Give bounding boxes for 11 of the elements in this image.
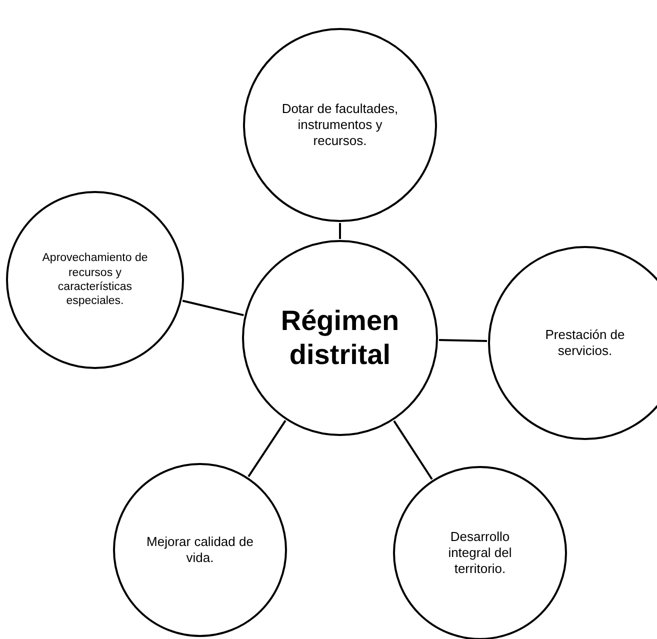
node-text: Prestación de servicios. — [544, 326, 626, 360]
connector-line — [182, 300, 244, 316]
connector-line — [393, 420, 433, 480]
connector-line — [438, 339, 488, 342]
node-text: Aprovechamiento de recursos y características especiales. — [41, 251, 149, 309]
central-topic: Régimen distrital — [280, 304, 400, 372]
node-text: Desarrollo integral del territorio. — [447, 528, 513, 578]
connector-line — [248, 420, 286, 478]
connector-line — [339, 223, 341, 239]
node-text: Mejorar calidad de vida. — [146, 534, 254, 566]
node-text: Dotar de facultades, instrumentos y recursos. — [280, 100, 400, 150]
